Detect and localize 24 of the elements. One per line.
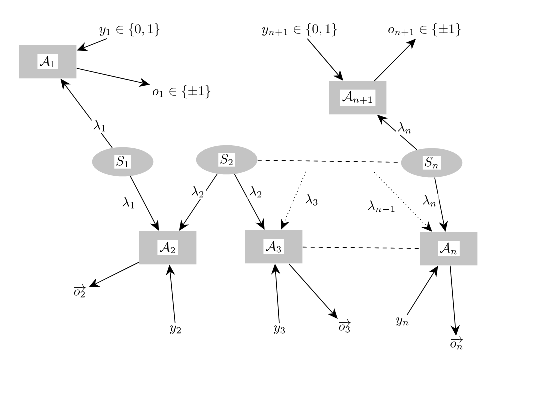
variable-label: $\overrightarrow{o_n}$ bbox=[450, 336, 464, 350]
edge-label: $\lambda_2$ bbox=[190, 185, 206, 199]
edge-label: $\lambda_{n-1}$ bbox=[366, 199, 398, 215]
agent-box: $\mathcal{A}_n$ bbox=[420, 232, 478, 266]
variable-label: $y_n$ bbox=[396, 318, 409, 326]
edge-label: $\lambda_n$ bbox=[421, 194, 439, 208]
variable-label: $y_{n+1} \in \{0, 1\}$ bbox=[262, 23, 338, 37]
edge-label: $\lambda_n$ bbox=[396, 121, 414, 135]
variable-label: $o_1 \in \{\pm 1\}$ bbox=[153, 85, 211, 99]
variable-label: $\overrightarrow{o_3}$ bbox=[339, 319, 351, 333]
edge-label: $\lambda_3$ bbox=[304, 193, 320, 207]
agent-box: $\mathcal{A}_1$ bbox=[19, 45, 77, 79]
variable-label: $\overrightarrow{o_2}$ bbox=[74, 284, 86, 298]
edge-label: $\lambda_1$ bbox=[120, 196, 138, 210]
agent-box: $\mathcal{A}_{n+1}$ bbox=[329, 81, 387, 115]
variable-label: $y_1 \in \{0, 1\}$ bbox=[100, 23, 160, 37]
variable-label: $y_3$ bbox=[274, 326, 286, 334]
variable-label: $y_2$ bbox=[170, 326, 181, 334]
edge-label: $\lambda_1$ bbox=[92, 119, 108, 133]
agent-box: $\mathcal{A}_3$ bbox=[245, 230, 303, 264]
edge-label: $\lambda_2$ bbox=[248, 185, 264, 199]
agent-box: $\mathcal{A}_2$ bbox=[139, 231, 197, 265]
variable-label: $o_{n+1} \in \{\pm 1\}$ bbox=[388, 23, 461, 37]
dashed-line bbox=[302, 246, 420, 250]
